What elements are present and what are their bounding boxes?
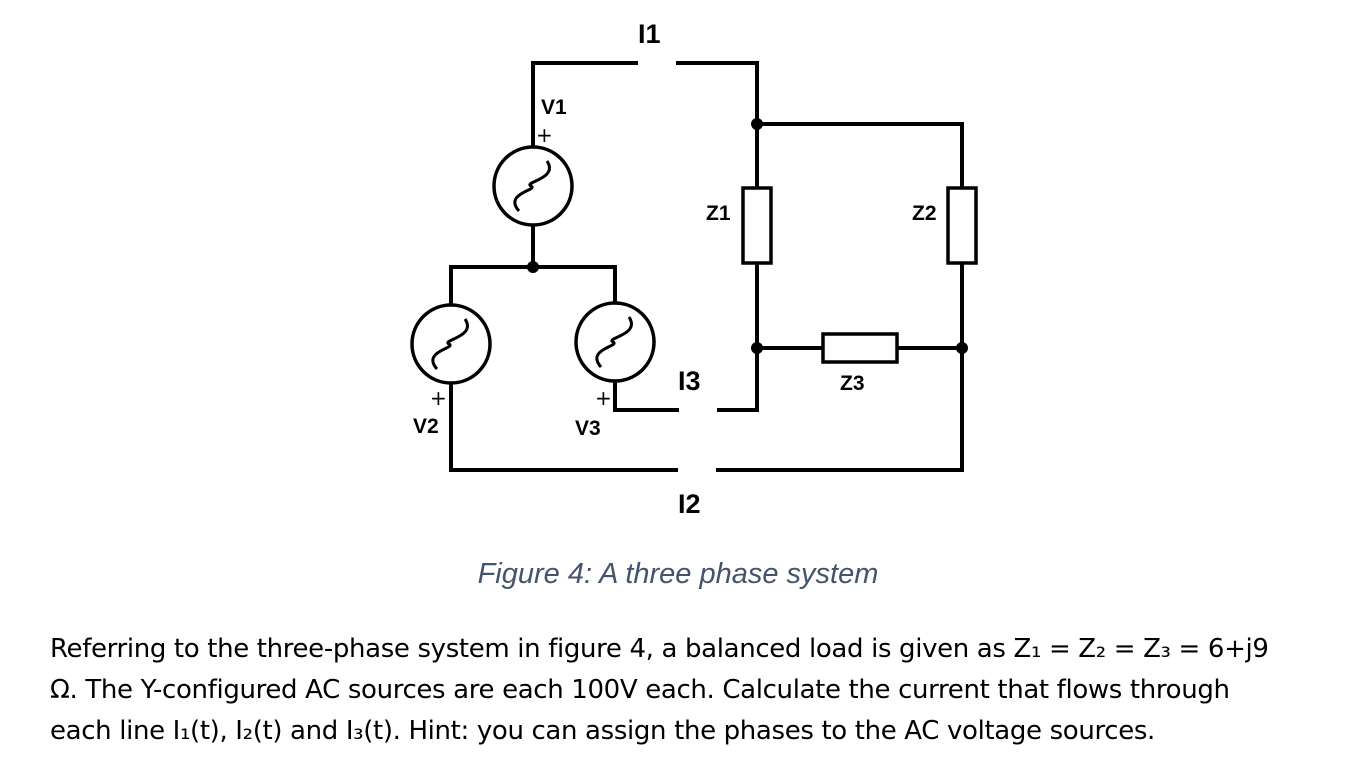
question-text: Referring to the three-phase system in f… <box>50 629 1340 752</box>
label-v3: V3 <box>575 417 601 440</box>
voltage-source-v1 <box>492 145 574 227</box>
figure-caption: Figure 4: A three phase system <box>477 558 879 590</box>
polarity-plus-v1: + <box>536 123 553 147</box>
voltage-source-v2 <box>410 303 492 385</box>
label-z1: Z1 <box>706 202 731 225</box>
label-v1: V1 <box>541 96 567 119</box>
node-neutral <box>527 261 539 273</box>
impedance-z2 <box>946 186 978 265</box>
node-top <box>751 118 763 130</box>
polarity-plus-v3: + <box>595 386 612 410</box>
label-i2: I2 <box>678 489 701 519</box>
node-right-load <box>956 342 968 354</box>
label-i1: I1 <box>638 19 661 49</box>
voltage-source-v3 <box>574 301 656 383</box>
question-line: Ω. The Y-configured AC sources are each … <box>50 675 1230 705</box>
circuit-diagram: I1 I3 I2 V1 V2 V3 Z1 Z2 Z3 + + + <box>410 19 978 519</box>
label-z3: Z3 <box>840 372 865 395</box>
question-line: Referring to the three-phase system in f… <box>50 634 1269 664</box>
label-v2: V2 <box>413 415 439 438</box>
node-left-load <box>751 342 763 354</box>
question-line: each line I₁(t), I₂(t) and I₃(t). Hint: … <box>50 716 1155 746</box>
impedance-z1 <box>741 186 773 265</box>
polarity-plus-v2: + <box>430 386 447 410</box>
impedance-z3 <box>821 332 899 364</box>
label-z2: Z2 <box>912 202 937 225</box>
label-i3: I3 <box>678 366 701 396</box>
